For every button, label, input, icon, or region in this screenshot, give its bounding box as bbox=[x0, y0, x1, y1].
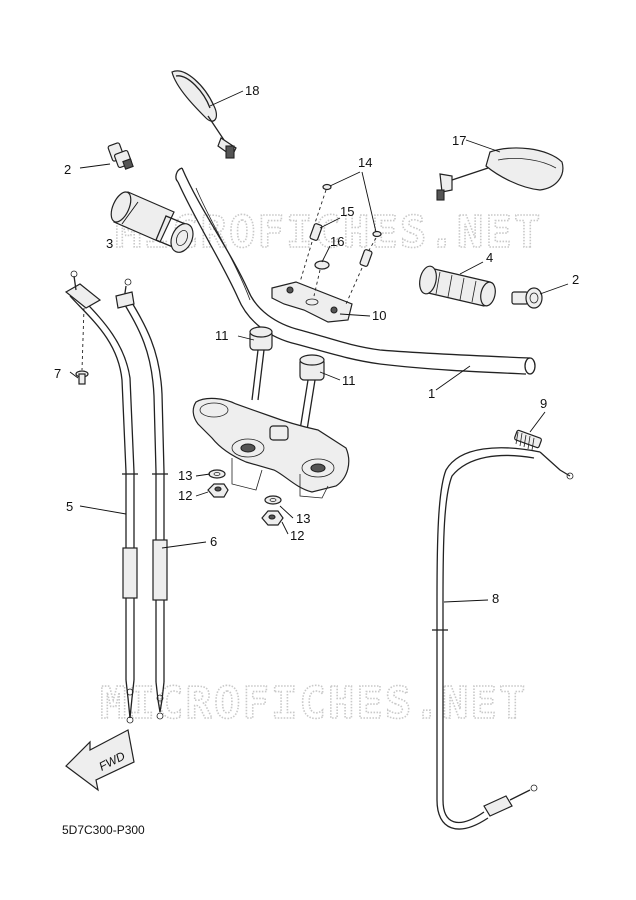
callout-5: 5 bbox=[66, 499, 73, 514]
callout-7: 7 bbox=[54, 366, 61, 381]
callout-17: 17 bbox=[452, 133, 466, 148]
left-washer-part[interactable] bbox=[208, 469, 226, 479]
callout-4: 4 bbox=[486, 250, 493, 265]
right-washer-part[interactable] bbox=[264, 495, 282, 505]
callout-2-left: 2 bbox=[64, 162, 71, 177]
callout-14: 14 bbox=[358, 155, 372, 170]
throttle-cable-2-part[interactable] bbox=[121, 295, 168, 720]
lower-holder-right-part[interactable] bbox=[299, 354, 325, 431]
left-mirror-part[interactable] bbox=[171, 70, 237, 159]
handlebar-holder-part[interactable] bbox=[271, 281, 353, 323]
fwd-arrow: FWD bbox=[65, 729, 135, 792]
left-grip-part[interactable] bbox=[417, 265, 497, 308]
callout-8: 8 bbox=[492, 591, 499, 606]
left-nut-part[interactable] bbox=[207, 483, 229, 498]
callout-2-right: 2 bbox=[572, 272, 579, 287]
callout-labels: 18 2 3 14 15 16 17 4 2 10 11 11 1 7 9 13… bbox=[54, 83, 579, 606]
clamp-bolt-part[interactable] bbox=[299, 223, 373, 305]
diagram-code: 5D7C300-P300 bbox=[62, 823, 145, 837]
throttle-cable-1-part[interactable] bbox=[69, 291, 138, 724]
callout-6: 6 bbox=[210, 534, 217, 549]
callout-15: 15 bbox=[340, 204, 354, 219]
right-nut-part[interactable] bbox=[261, 510, 284, 526]
cable-bracket-part[interactable] bbox=[64, 270, 135, 371]
watermark-bottom: MICROFICHES.NET bbox=[100, 678, 527, 729]
callout-1: 1 bbox=[428, 386, 435, 401]
upper-bracket-part[interactable] bbox=[192, 397, 350, 499]
callout-18: 18 bbox=[245, 83, 259, 98]
left-bar-end-part[interactable] bbox=[107, 142, 134, 170]
leader-lines bbox=[69, 90, 569, 603]
callout-3: 3 bbox=[106, 236, 113, 251]
callout-10: 10 bbox=[372, 308, 386, 323]
callout-13-left: 13 bbox=[178, 468, 192, 483]
cap-bolt-part[interactable] bbox=[313, 183, 382, 253]
right-mirror-part[interactable] bbox=[436, 147, 564, 201]
callout-13-right: 13 bbox=[296, 511, 310, 526]
handlebar-part[interactable] bbox=[175, 167, 536, 375]
throttle-grip-part[interactable] bbox=[107, 189, 197, 256]
callout-11-right: 11 bbox=[342, 373, 356, 388]
callout-9: 9 bbox=[540, 396, 547, 411]
right-bar-end-part[interactable] bbox=[511, 287, 543, 309]
screw-part[interactable] bbox=[75, 370, 89, 385]
clutch-adjuster-part[interactable] bbox=[514, 429, 542, 451]
callout-16: 16 bbox=[330, 234, 344, 249]
clutch-cable-part[interactable] bbox=[432, 447, 574, 830]
lower-holder-left-part[interactable] bbox=[249, 326, 273, 401]
callout-12-left: 12 bbox=[178, 488, 192, 503]
callout-11-left: 11 bbox=[215, 328, 229, 343]
callout-12-right: 12 bbox=[290, 528, 304, 543]
